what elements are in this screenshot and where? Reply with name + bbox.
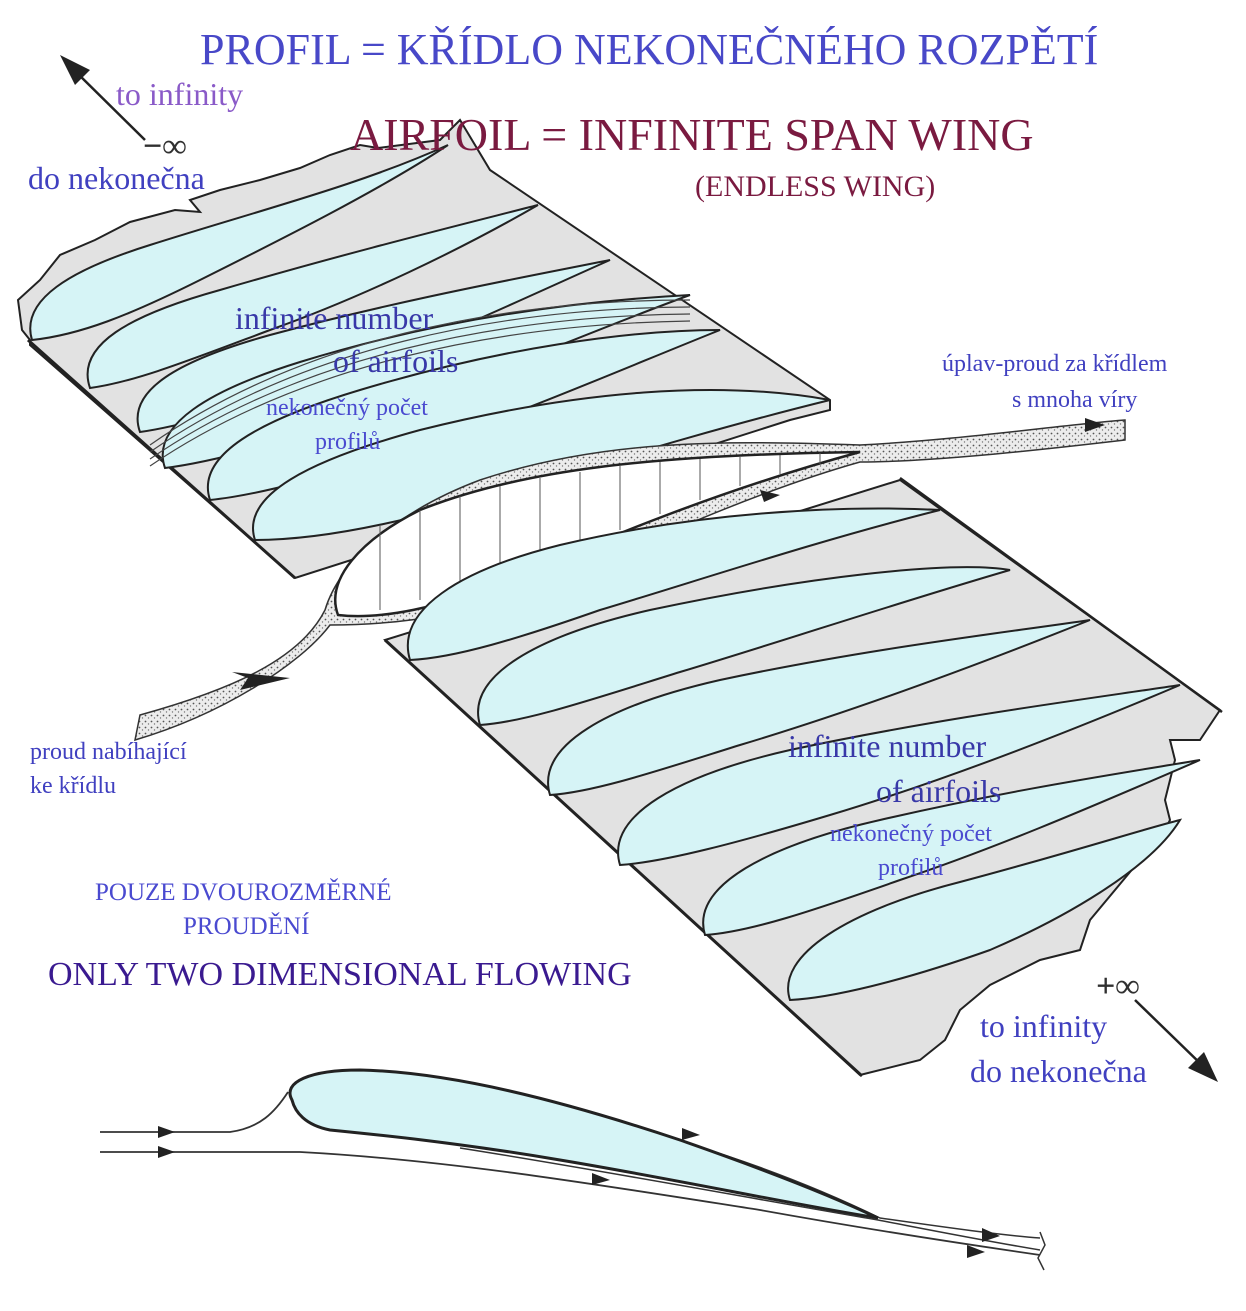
lower-airfoil <box>547 619 1091 797</box>
label-do-nekonecna-top-left: do nekonečna <box>28 160 205 196</box>
title-czech: PROFIL = KŘÍDLO NEKONEČNÉHO ROZPĚTÍ <box>200 25 1099 74</box>
two-dimensional-cz-line2: PROUDĚNÍ <box>183 913 310 940</box>
label-do-nekonecna-bottom-right: do nekonečna <box>970 1053 1147 1089</box>
wake-label-line2: s mnoha víry <box>1012 387 1138 413</box>
label-to-infinity-top-left: to infinity <box>116 76 244 112</box>
two-dimensional-airfoil <box>288 1068 879 1220</box>
wake-arrow <box>1085 418 1105 432</box>
upper-profilu-label: profilů <box>315 429 381 455</box>
title-english: AIRFOIL = INFINITE SPAN WING <box>350 109 1034 160</box>
flow-arrow <box>682 1128 700 1140</box>
trailing-streamline <box>459 1147 1041 1251</box>
upper-infinite-number-label: infinite number <box>235 300 434 336</box>
inflow-arrow <box>232 672 290 690</box>
streamline <box>100 1091 289 1133</box>
lower-airfoil <box>477 566 1011 727</box>
cut-edge <box>1037 1231 1046 1271</box>
lower-airfoil <box>617 684 1181 867</box>
title-english-subtitle: (ENDLESS WING) <box>695 170 936 203</box>
label-to-infinity-bottom-right: to infinity <box>980 1008 1108 1044</box>
flow-arrow <box>982 1228 1000 1242</box>
lower-airfoil <box>702 759 1201 937</box>
two-dimensional-en: ONLY TWO DIMENSIONAL FLOWING <box>48 956 632 993</box>
flow-arrow <box>592 1173 610 1185</box>
upper-of-airfoils-label: of airfoils <box>333 343 459 379</box>
upper-nekonecny-pocet-label: nekonečný počet <box>266 395 428 421</box>
lower-wing-trailing-edge <box>899 476 1223 714</box>
two-dimensional-flow-figure <box>100 1068 1046 1271</box>
minus-infinity-arrow <box>60 55 146 141</box>
inflow-label-line1: proud nabíhající <box>30 739 187 765</box>
wake-label-line1: úplav-proud za křídlem <box>942 351 1168 377</box>
minus-infinity-symbol: −∞ <box>143 128 187 165</box>
upper-airfoil <box>86 204 539 390</box>
flow-arrow <box>158 1126 175 1138</box>
plus-infinity-arrow <box>1134 999 1218 1082</box>
flow-arrow <box>967 1245 985 1258</box>
lower-wing-block <box>383 476 1223 1078</box>
flow-arrow <box>158 1146 175 1158</box>
plus-infinity-symbol: +∞ <box>1096 968 1140 1005</box>
wake-arrow <box>760 490 780 502</box>
inflow-label-line2: ke křídlu <box>30 773 116 799</box>
lower-of-airfoils-label: of airfoils <box>876 773 1002 809</box>
upper-airfoil <box>29 144 449 342</box>
two-dimensional-cz-line1: POUZE DVOUROZMĚRNÉ <box>95 879 392 906</box>
lower-airfoil <box>787 818 1183 1002</box>
lower-profilu-label: profilů <box>878 855 944 881</box>
lower-airfoil <box>407 507 941 662</box>
lower-nekonecny-pocet-label: nekonečný počet <box>830 821 992 847</box>
lower-infinite-number-label: infinite number <box>788 728 987 764</box>
streamline <box>100 1151 1041 1256</box>
